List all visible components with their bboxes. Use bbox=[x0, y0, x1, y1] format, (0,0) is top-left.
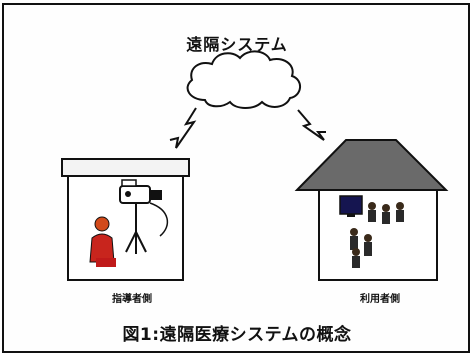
person-icon bbox=[350, 228, 358, 250]
monitor-icon bbox=[339, 195, 363, 217]
person-icon bbox=[364, 234, 372, 256]
building-icon bbox=[61, 158, 190, 281]
figure-caption: 図1:遠隔医療システムの概念 bbox=[122, 325, 352, 345]
user-side-label: 利用者側 bbox=[360, 294, 400, 305]
person-icon bbox=[396, 202, 404, 222]
video-camera-icon bbox=[119, 179, 169, 254]
instructor-side-label: 指導者側 bbox=[112, 294, 152, 305]
person-icon bbox=[382, 204, 390, 224]
lightning-icon bbox=[297, 109, 326, 141]
lightning-icon bbox=[169, 107, 197, 149]
person-icon bbox=[368, 202, 376, 222]
system-title: 遠隔システム bbox=[186, 35, 288, 54]
cloud-icon bbox=[186, 50, 301, 109]
house-icon bbox=[294, 139, 449, 281]
person-icon bbox=[89, 216, 116, 267]
person-icon bbox=[352, 248, 360, 268]
